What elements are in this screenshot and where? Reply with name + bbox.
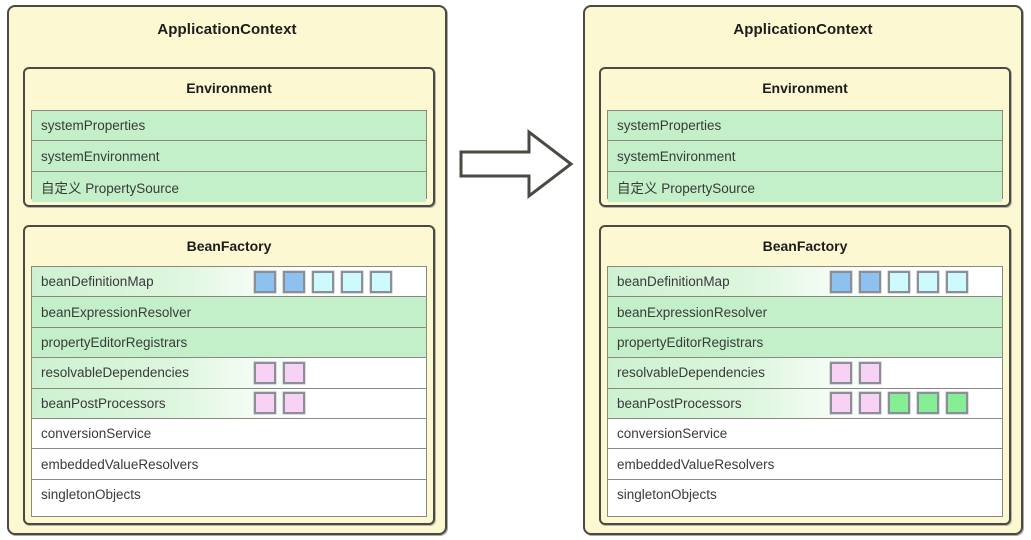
row-label: resolvableDependencies <box>41 365 189 381</box>
environment-group-before: Environment systemProperties systemEnvir… <box>23 67 435 207</box>
table-row[interactable]: embeddedValueResolvers <box>608 449 1002 480</box>
row-label: embeddedValueResolvers <box>617 456 775 472</box>
row-label: resolvableDependencies <box>617 365 765 381</box>
pink-chip-icon <box>830 392 852 415</box>
transition-arrow <box>457 128 575 200</box>
table-row[interactable]: conversionService <box>608 418 1002 450</box>
bean-factory-group-title-before: BeanFactory <box>186 238 272 254</box>
blue-chip-icon <box>254 270 276 293</box>
table-row[interactable]: systemProperties <box>608 111 1002 142</box>
table-row[interactable]: 自定义 PropertySource <box>32 171 426 203</box>
cyan-chip-icon <box>917 270 939 293</box>
table-row[interactable]: beanDefinitionMap <box>32 267 426 298</box>
table-row[interactable]: conversionService <box>32 418 426 450</box>
row-label: beanPostProcessors <box>617 395 742 411</box>
row-label: beanDefinitionMap <box>41 274 154 290</box>
row-label: beanExpressionResolver <box>617 304 768 320</box>
cyan-chip-icon <box>370 270 392 293</box>
row-label: embeddedValueResolvers <box>41 456 199 472</box>
row-label: beanPostProcessors <box>41 395 166 411</box>
table-row[interactable]: beanExpressionResolver <box>32 297 426 328</box>
pink-chip-icon <box>254 361 276 384</box>
bean-factory-row-list-before: beanDefinitionMap beanExpressionResolver… <box>31 266 427 517</box>
green-chip-icon <box>946 392 968 415</box>
cyan-chip-icon <box>888 270 910 293</box>
row-label: conversionService <box>617 426 728 442</box>
bean-factory-group-before: BeanFactory beanDefinitionMap beanExpres… <box>23 225 435 525</box>
table-row[interactable]: resolvableDependencies <box>32 358 426 389</box>
table-row[interactable]: systemProperties <box>32 111 426 142</box>
row-label: conversionService <box>41 426 152 442</box>
environment-group-after: Environment systemProperties systemEnvir… <box>599 67 1011 207</box>
application-context-panel-after: ApplicationContext Environment systemPro… <box>583 5 1023 535</box>
row-label: systemProperties <box>41 118 146 134</box>
bean-factory-group-title-after: BeanFactory <box>762 238 848 254</box>
cyan-chip-icon <box>946 270 968 293</box>
pink-chip-icon <box>830 361 852 384</box>
table-row[interactable]: resolvableDependencies <box>608 358 1002 389</box>
table-row[interactable]: propertyEditorRegistrars <box>32 327 426 359</box>
row-label: singletonObjects <box>617 487 717 503</box>
table-row[interactable]: embeddedValueResolvers <box>32 449 426 480</box>
pink-chip-icon <box>283 392 305 415</box>
pink-chip-icon <box>859 392 881 415</box>
cyan-chip-icon <box>312 270 334 293</box>
environment-row-list-after: systemProperties systemEnvironment 自定义 P… <box>607 110 1003 203</box>
environment-row-list-before: systemProperties systemEnvironment 自定义 P… <box>31 110 427 203</box>
application-context-panel-before: ApplicationContext Environment systemPro… <box>7 5 447 535</box>
pink-chip-icon <box>859 361 881 384</box>
table-row[interactable]: singletonObjects <box>32 479 426 511</box>
chip-group <box>254 267 392 296</box>
blue-chip-icon <box>830 270 852 293</box>
pink-chip-icon <box>254 392 276 415</box>
pink-chip-icon <box>283 361 305 384</box>
table-row[interactable]: beanExpressionResolver <box>608 297 1002 328</box>
chip-group <box>830 389 968 418</box>
row-label: propertyEditorRegistrars <box>617 334 764 350</box>
green-chip-icon <box>888 392 910 415</box>
chip-group <box>830 358 881 387</box>
bean-factory-group-after: BeanFactory beanDefinitionMap beanExpres… <box>599 225 1011 525</box>
chip-group <box>254 389 305 418</box>
environment-group-title-after: Environment <box>762 80 848 96</box>
row-label: singletonObjects <box>41 487 141 503</box>
table-row[interactable]: systemEnvironment <box>32 141 426 172</box>
table-row[interactable]: beanDefinitionMap <box>608 267 1002 298</box>
chip-group <box>830 267 968 296</box>
table-row[interactable]: beanPostProcessors <box>608 388 1002 419</box>
row-label: systemProperties <box>617 118 722 134</box>
row-label: 自定义 PropertySource <box>41 180 180 196</box>
table-row[interactable]: beanPostProcessors <box>32 388 426 419</box>
row-label: systemEnvironment <box>41 148 160 164</box>
table-row[interactable]: propertyEditorRegistrars <box>608 327 1002 359</box>
chip-group <box>254 358 305 387</box>
row-label: beanExpressionResolver <box>41 304 192 320</box>
row-label: beanDefinitionMap <box>617 274 730 290</box>
table-row[interactable]: singletonObjects <box>608 479 1002 511</box>
cyan-chip-icon <box>341 270 363 293</box>
green-chip-icon <box>917 392 939 415</box>
table-row[interactable]: 自定义 PropertySource <box>608 171 1002 203</box>
bean-factory-row-list-after: beanDefinitionMap beanExpressionResolver… <box>607 266 1003 517</box>
row-label: 自定义 PropertySource <box>617 180 756 196</box>
page-title-after: ApplicationContext <box>733 21 873 38</box>
blue-chip-icon <box>859 270 881 293</box>
right-block-arrow-icon <box>459 128 574 200</box>
page-title-before: ApplicationContext <box>157 21 297 38</box>
environment-group-title-before: Environment <box>186 80 272 96</box>
row-label: propertyEditorRegistrars <box>41 334 188 350</box>
table-row[interactable]: systemEnvironment <box>608 141 1002 172</box>
row-label: systemEnvironment <box>617 148 736 164</box>
blue-chip-icon <box>283 270 305 293</box>
